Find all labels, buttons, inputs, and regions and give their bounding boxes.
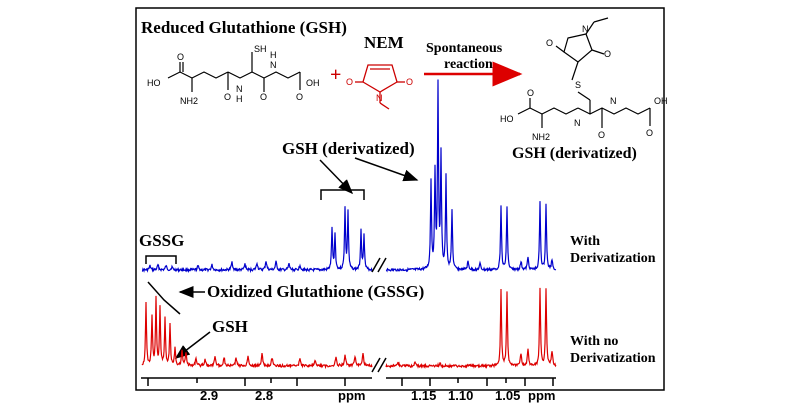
gsh-atom-o2: O (224, 92, 231, 102)
gssg-bracket (145, 255, 177, 264)
series-with-no-derivatization (141, 287, 557, 370)
nem-structure: O O N (346, 64, 413, 110)
gsh-atom-h1: H (236, 94, 243, 104)
gsh-atom-o4: O (296, 92, 303, 102)
tick-label-1.05: 1.05 (495, 388, 520, 403)
tick-label-1.15: 1.15 (411, 388, 436, 403)
nem-label: NEM (364, 33, 404, 52)
tick-label-2.8: 2.8 (255, 388, 273, 403)
derivatized-arrow-right (354, 157, 419, 182)
gsh-label: GSH (212, 317, 248, 336)
x-axis-unit-right: ppm (528, 388, 555, 403)
gsh-derivatized-structure: N O O S HO NH2 O N O N OH O (500, 17, 668, 142)
deriv-atom-n: N (582, 24, 589, 34)
x-axis-ticks (147, 378, 554, 386)
deriv-atom-o5: O (646, 128, 653, 138)
trace-bottom-label-line2: Derivatization (570, 351, 656, 366)
series-with-derivatization (141, 79, 557, 274)
gsh-atom-o3: O (260, 92, 267, 102)
deriv-atom-nh2b: N (610, 96, 617, 106)
figure-frame (135, 7, 665, 391)
axis-break-bottom (371, 357, 387, 373)
trace-top-label-line2: Derivatization (570, 251, 656, 266)
derivatized-bracket (320, 189, 365, 200)
product-label: GSH (derivatized) (512, 145, 637, 162)
deriv-atom-nh1: N (574, 118, 581, 128)
gsh-atom-o1: O (177, 52, 184, 62)
axis-break-top (371, 257, 387, 273)
derivatized-arrow-left (319, 159, 354, 195)
deriv-atom-s: S (575, 80, 581, 90)
derivatized-peak-label: GSH (derivatized) (282, 139, 415, 158)
nem-atom-o2: O (406, 77, 413, 87)
gssg-label: GSSG (139, 231, 184, 250)
deriv-atom-o3: O (527, 88, 534, 98)
nem-atom-o1: O (346, 77, 353, 87)
nem-atom-n: N (376, 93, 383, 103)
gsh-atom-oh: OH (306, 78, 320, 88)
deriv-atom-nh2: NH2 (532, 132, 550, 142)
oxidized-bracket (147, 281, 181, 315)
trace-bottom-label-line1: With no (570, 334, 618, 349)
reaction-label-line2: reaction (444, 57, 493, 72)
deriv-atom-o4: O (598, 130, 605, 140)
gsh-atom-nh2: NH2 (180, 96, 198, 106)
gsh-atom-ho: HO (147, 78, 161, 88)
gsh-structure: HO NH2 O SH N H O N H O OH O (147, 44, 320, 106)
gsh-atom-sh: SH (254, 44, 267, 54)
reaction-label-line1: Spontaneous (426, 41, 503, 56)
x-axis-unit-left: ppm (338, 388, 365, 403)
gsh-atom-n2: N (270, 60, 277, 70)
gsh-atom-n1: N (236, 84, 243, 94)
tick-label-1.10: 1.10 (448, 388, 473, 403)
deriv-atom-ho: HO (500, 114, 514, 124)
plus-sign: + (330, 64, 341, 86)
tick-label-2.9: 2.9 (200, 388, 218, 403)
oxidized-label: Oxidized Glutathione (GSSG) (207, 282, 424, 301)
deriv-atom-o1: O (546, 38, 553, 48)
gsh-atom-h2: H (270, 50, 277, 60)
deriv-atom-o2: O (604, 49, 611, 59)
trace-top-label-line1: With (570, 234, 600, 249)
deriv-atom-oh: OH (654, 96, 668, 106)
figure-title: Reduced Glutathione (GSH) (141, 18, 347, 37)
